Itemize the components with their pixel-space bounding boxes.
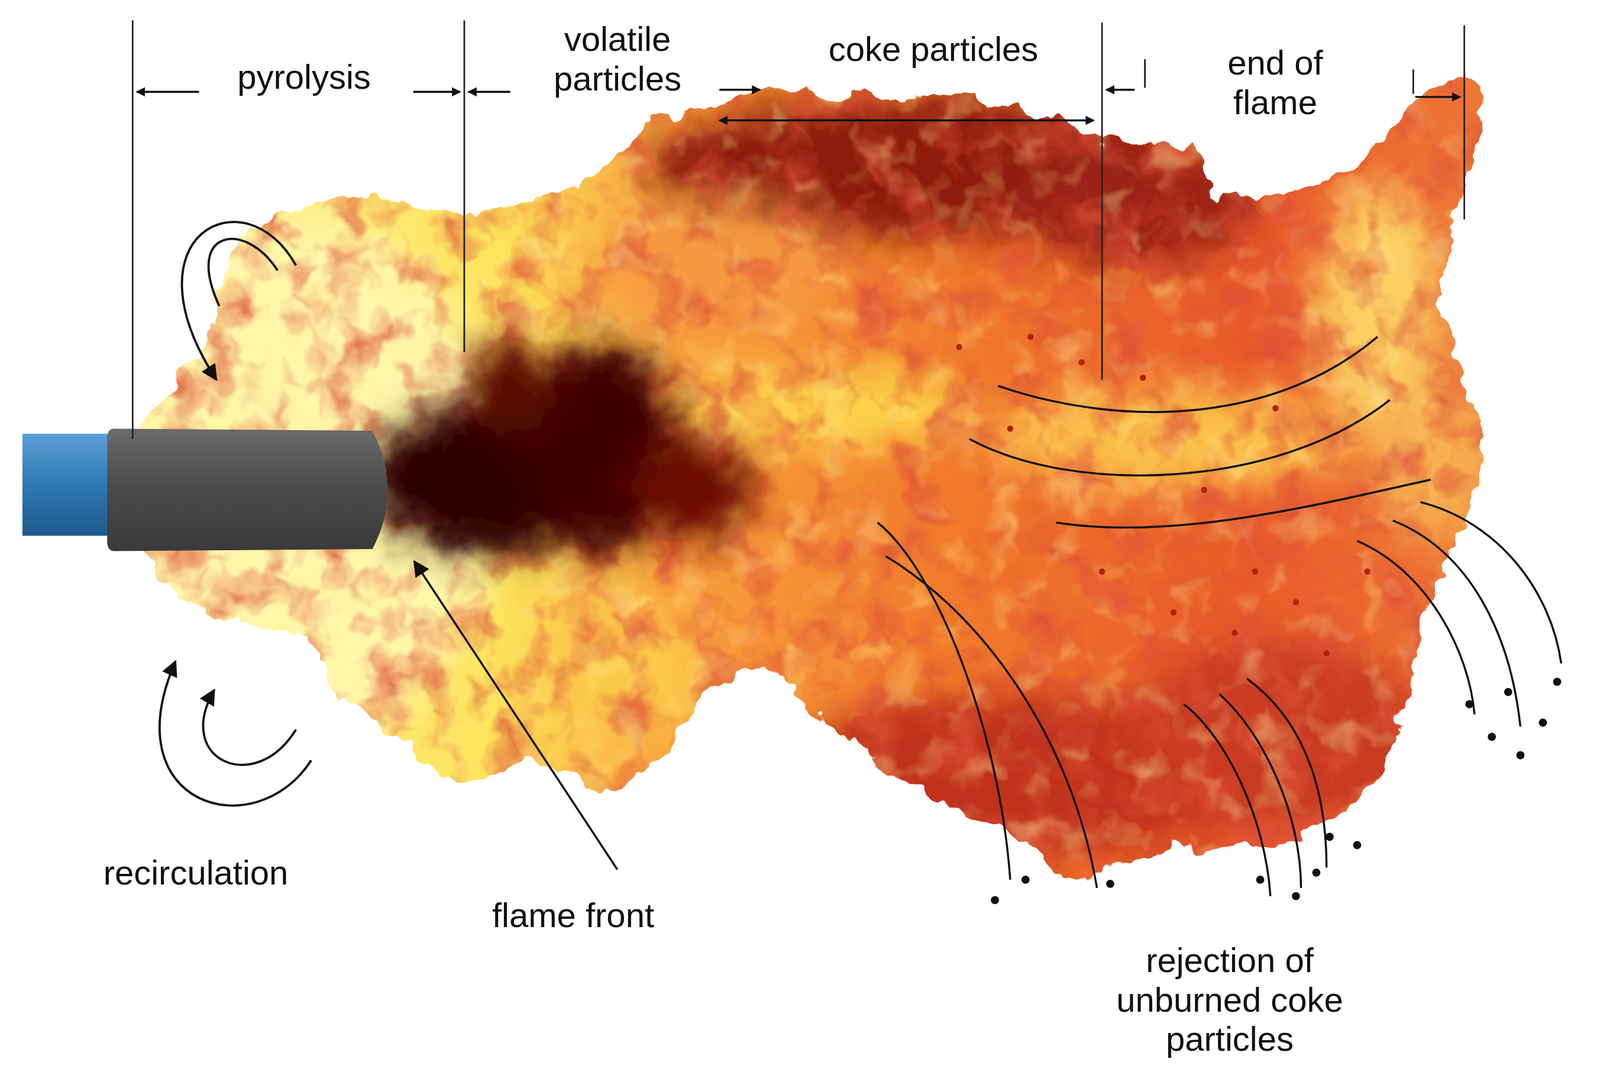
dimension-arrow	[1106, 88, 1135, 91]
region-label: pyrolysis	[234, 56, 374, 99]
boundary-line	[1463, 25, 1466, 220]
flame-body	[91, 50, 1531, 919]
particle-dot	[1504, 687, 1513, 697]
particle	[1170, 609, 1177, 616]
particle-dot	[1325, 832, 1334, 842]
particle	[1099, 568, 1105, 575]
dark-core	[464, 341, 557, 434]
particle	[1200, 486, 1207, 493]
particle-dot	[1312, 868, 1321, 877]
zone-boundaries	[132, 20, 1464, 439]
particle	[1252, 568, 1259, 575]
region-label: recirculation	[101, 851, 292, 894]
burner-pipe	[22, 433, 120, 536]
streamline	[877, 522, 1011, 880]
particles	[955, 333, 1370, 656]
particle-dot	[990, 896, 1000, 905]
particle-dot	[1353, 840, 1362, 849]
region-label: coke particles	[826, 28, 1042, 71]
particle	[1007, 425, 1014, 432]
boundary-tick	[1143, 59, 1146, 88]
particle-dot	[1465, 699, 1474, 709]
particle-dot	[1553, 677, 1562, 686]
boundary-tick	[1412, 69, 1415, 94]
recirculation-arrow	[159, 661, 312, 806]
recirculation-arrow	[202, 689, 296, 765]
region-label: volatile particles	[526, 18, 709, 100]
dimension-arrow	[719, 119, 1094, 122]
leader-line	[414, 561, 617, 870]
boundary-line	[131, 20, 134, 439]
recirculation-arrow	[208, 238, 279, 307]
streamline	[1420, 502, 1561, 664]
streamlines	[877, 336, 1562, 896]
streamline	[969, 399, 1391, 475]
particle-dot	[1291, 891, 1301, 901]
unburned-particles	[990, 677, 1561, 904]
region-label: rejection of unburned coke particles	[1097, 939, 1363, 1060]
streamline	[997, 336, 1378, 412]
particle	[1231, 629, 1238, 636]
flame-texture	[102, 50, 1531, 919]
boundary-line	[1101, 22, 1104, 380]
region-label: flame front	[489, 894, 657, 937]
particle-dot	[1021, 875, 1030, 884]
particle	[1272, 405, 1279, 412]
recirculation-arrow	[182, 221, 297, 380]
streamline	[1183, 703, 1271, 896]
particle	[1078, 359, 1085, 365]
particle	[1363, 568, 1370, 575]
flame-fill	[91, 50, 1531, 919]
particle	[955, 343, 962, 350]
recirculation-arrows	[159, 221, 312, 806]
flame-gradient	[102, 50, 1531, 919]
flame-core	[367, 341, 756, 557]
flame-texture	[102, 50, 1531, 919]
particle-dot	[1256, 875, 1265, 884]
dimension-arrow	[136, 91, 199, 93]
burner-nozzle	[107, 428, 388, 551]
particle-dot	[1538, 718, 1547, 727]
particle	[1323, 650, 1330, 656]
particle	[1027, 333, 1034, 340]
dimension-arrow	[413, 91, 461, 93]
particle	[1293, 599, 1299, 606]
streamline	[1246, 678, 1327, 868]
dark-core	[632, 438, 756, 541]
streamline	[1056, 479, 1431, 528]
particle-dot	[1487, 732, 1496, 742]
particle	[1139, 374, 1146, 381]
dimension-arrow	[1415, 95, 1461, 98]
streamline	[1392, 520, 1521, 727]
particle-dot	[1516, 751, 1525, 760]
region-label: end of flame	[1204, 41, 1346, 124]
streamline	[885, 556, 1097, 888]
dimension-arrow	[719, 88, 761, 91]
particle-dot	[1106, 879, 1115, 888]
dimension-arrow	[468, 91, 511, 93]
boundary-line	[463, 20, 466, 352]
